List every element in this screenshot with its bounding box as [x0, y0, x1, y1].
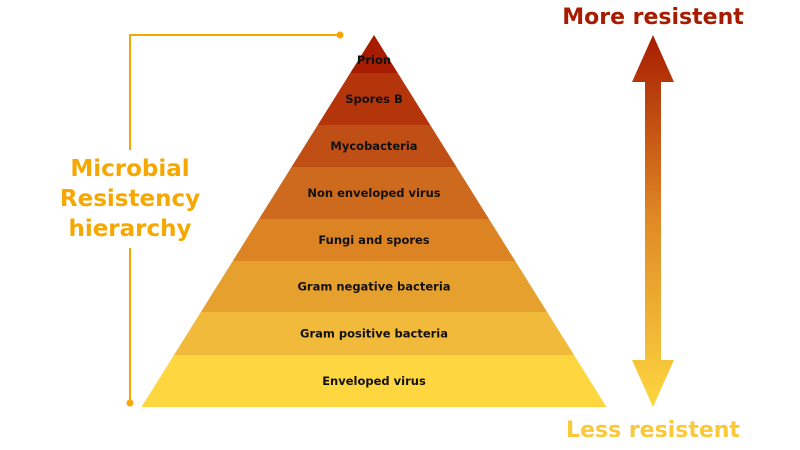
pyramid-level — [317, 73, 431, 125]
pyramid-level-label: Mycobacteria — [330, 139, 417, 153]
pyramid-level-label: Gram positive bacteria — [300, 327, 448, 341]
pyramid-level — [350, 35, 398, 73]
title-line-3: hierarchy — [68, 216, 191, 242]
pyramid-level-label: Fungi and spores — [318, 233, 429, 247]
less-resistent-label: Less resistent — [566, 418, 740, 443]
pyramid-level — [141, 355, 607, 407]
pyramid-level-label: Prion — [357, 53, 391, 67]
title-line-1: Microbial — [70, 156, 189, 182]
pyramid-level — [259, 167, 489, 219]
title-bracket — [126, 31, 344, 407]
pyramid-level — [232, 219, 516, 261]
pyramid-level — [200, 261, 548, 312]
pyramid-level-label: Spores B — [345, 92, 403, 106]
pyramid-level-label: Enveloped virus — [322, 374, 426, 388]
double-arrow-icon — [632, 35, 674, 407]
pyramid-level-label: Non enveloped virus — [307, 186, 440, 200]
pyramid-level-label: Gram negative bacteria — [297, 280, 450, 294]
pyramid-level — [174, 312, 574, 355]
more-resistent-label: More resistent — [562, 5, 744, 30]
pyramid-level — [291, 125, 457, 167]
title-line-2: Resistency — [60, 186, 200, 212]
